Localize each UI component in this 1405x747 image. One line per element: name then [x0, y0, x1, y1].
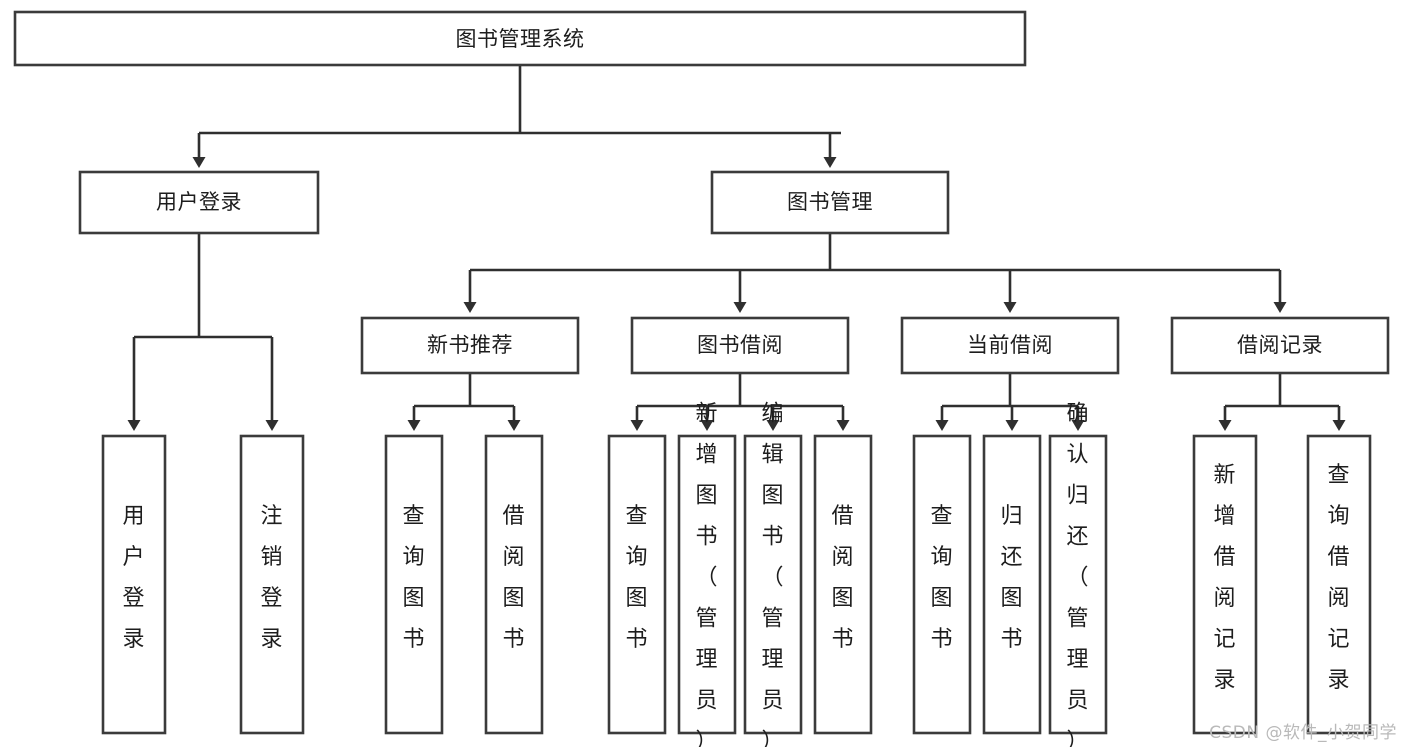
book-management-box[interactable]	[710, 170, 950, 235]
leaf-label: 新增借阅记录	[1213, 463, 1236, 693]
leaf-label: 新增图书（管理员）	[695, 402, 718, 747]
node-current-borrow[interactable]: 当前借阅	[900, 316, 1120, 375]
user-login-label: 用户登录	[156, 190, 242, 214]
leaf-node[interactable]: 注销登录	[239, 434, 305, 735]
leaf-label: 用户登录	[122, 504, 145, 652]
leaf-box[interactable]	[101, 434, 167, 735]
connector-new-book-rec-to-leaves	[407, 373, 521, 431]
leaf-box[interactable]	[1306, 434, 1372, 735]
node-user-login[interactable]: 用户登录	[78, 170, 320, 235]
book-management-label: 图书管理	[787, 190, 873, 214]
leaf-box[interactable]	[743, 434, 803, 735]
leaf-box[interactable]	[484, 434, 544, 735]
leaf-box[interactable]	[384, 434, 444, 735]
connector-borrow-record-to-leaves	[1218, 373, 1346, 431]
leaf-label: 确认归还（管理员）	[1066, 402, 1089, 747]
node-borrow-record[interactable]: 借阅记录	[1170, 316, 1390, 375]
leaf-label: 编辑图书（管理员）	[761, 402, 784, 747]
leaf-label: 归还图书	[1000, 504, 1023, 652]
leaf-label: 查询图书	[402, 504, 425, 652]
leaf-node[interactable]: 确认归还（管理员）	[1048, 402, 1108, 747]
leaf-node[interactable]: 借阅图书	[484, 434, 544, 735]
leaf-label: 查询图书	[625, 504, 648, 652]
leaf-box[interactable]	[813, 434, 873, 735]
connector-book-borrow-to-leaves	[630, 373, 850, 431]
leaf-node[interactable]: 编辑图书（管理员）	[743, 402, 803, 747]
current-borrow-box[interactable]	[900, 316, 1120, 375]
leaf-label: 查询图书	[930, 504, 953, 652]
connector-current-borrow-to-leaves	[935, 373, 1085, 431]
current-borrow-label: 当前借阅	[967, 333, 1053, 357]
node-new-book-recommend[interactable]: 新书推荐	[360, 316, 580, 375]
level3-group: 新书推荐 图书借阅 当前借阅 借阅记录	[360, 316, 1390, 375]
leaf-label: 注销登录	[260, 504, 283, 652]
book-borrow-label: 图书借阅	[697, 333, 783, 357]
root-label: 图书管理系统	[456, 27, 585, 51]
leaf-node[interactable]: 新增图书（管理员）	[677, 402, 737, 747]
leaf-label: 借阅图书	[502, 504, 525, 652]
user-login-box[interactable]	[78, 170, 320, 235]
level2-group: 用户登录 图书管理	[78, 170, 950, 235]
node-root[interactable]: 图书管理系统	[13, 10, 1027, 67]
leaf-node[interactable]: 新增借阅记录	[1192, 434, 1258, 735]
book-borrow-box[interactable]	[630, 316, 850, 375]
leaf-node[interactable]: 查询图书	[607, 434, 667, 735]
leaf-box[interactable]	[239, 434, 305, 735]
borrow-record-label: 借阅记录	[1237, 333, 1323, 357]
leaf-nodes-group: 用户登录 注销登录 查询图书 借阅图书 查询图书 新增图书（管理员） 编辑图书（管理员） 借阅…	[101, 402, 1372, 747]
node-book-borrow[interactable]: 图书借阅	[630, 316, 850, 375]
leaf-node[interactable]: 归还图书	[982, 434, 1042, 735]
leaf-box[interactable]	[982, 434, 1042, 735]
connector-user-login-to-leaves	[127, 233, 279, 431]
root-box[interactable]	[13, 10, 1027, 67]
leaf-label: 查询借阅记录	[1327, 463, 1350, 693]
leaf-box[interactable]	[1192, 434, 1258, 735]
connector-book-mgmt-to-level3	[463, 233, 1287, 313]
leaf-box[interactable]	[1048, 434, 1108, 735]
new-book-recommend-label: 新书推荐	[427, 333, 513, 357]
leaf-node[interactable]: 借阅图书	[813, 434, 873, 735]
leaf-node[interactable]: 查询借阅记录	[1306, 434, 1372, 735]
leaf-node[interactable]: 查询图书	[384, 434, 444, 735]
leaf-node[interactable]: 用户登录	[101, 434, 167, 735]
csdn-watermark: CSDN @软件_小贺同学	[1209, 723, 1397, 743]
leaf-box[interactable]	[677, 434, 737, 735]
leaf-box[interactable]	[607, 434, 667, 735]
connectors-layer	[127, 65, 1346, 431]
node-book-management[interactable]: 图书管理	[710, 170, 950, 235]
leaf-label: 借阅图书	[831, 504, 854, 652]
borrow-record-box[interactable]	[1170, 316, 1390, 375]
connector-root-to-level2	[192, 65, 841, 168]
leaf-node[interactable]: 查询图书	[912, 434, 972, 735]
new-book-recommend-box[interactable]	[360, 316, 580, 375]
leaf-box[interactable]	[912, 434, 972, 735]
